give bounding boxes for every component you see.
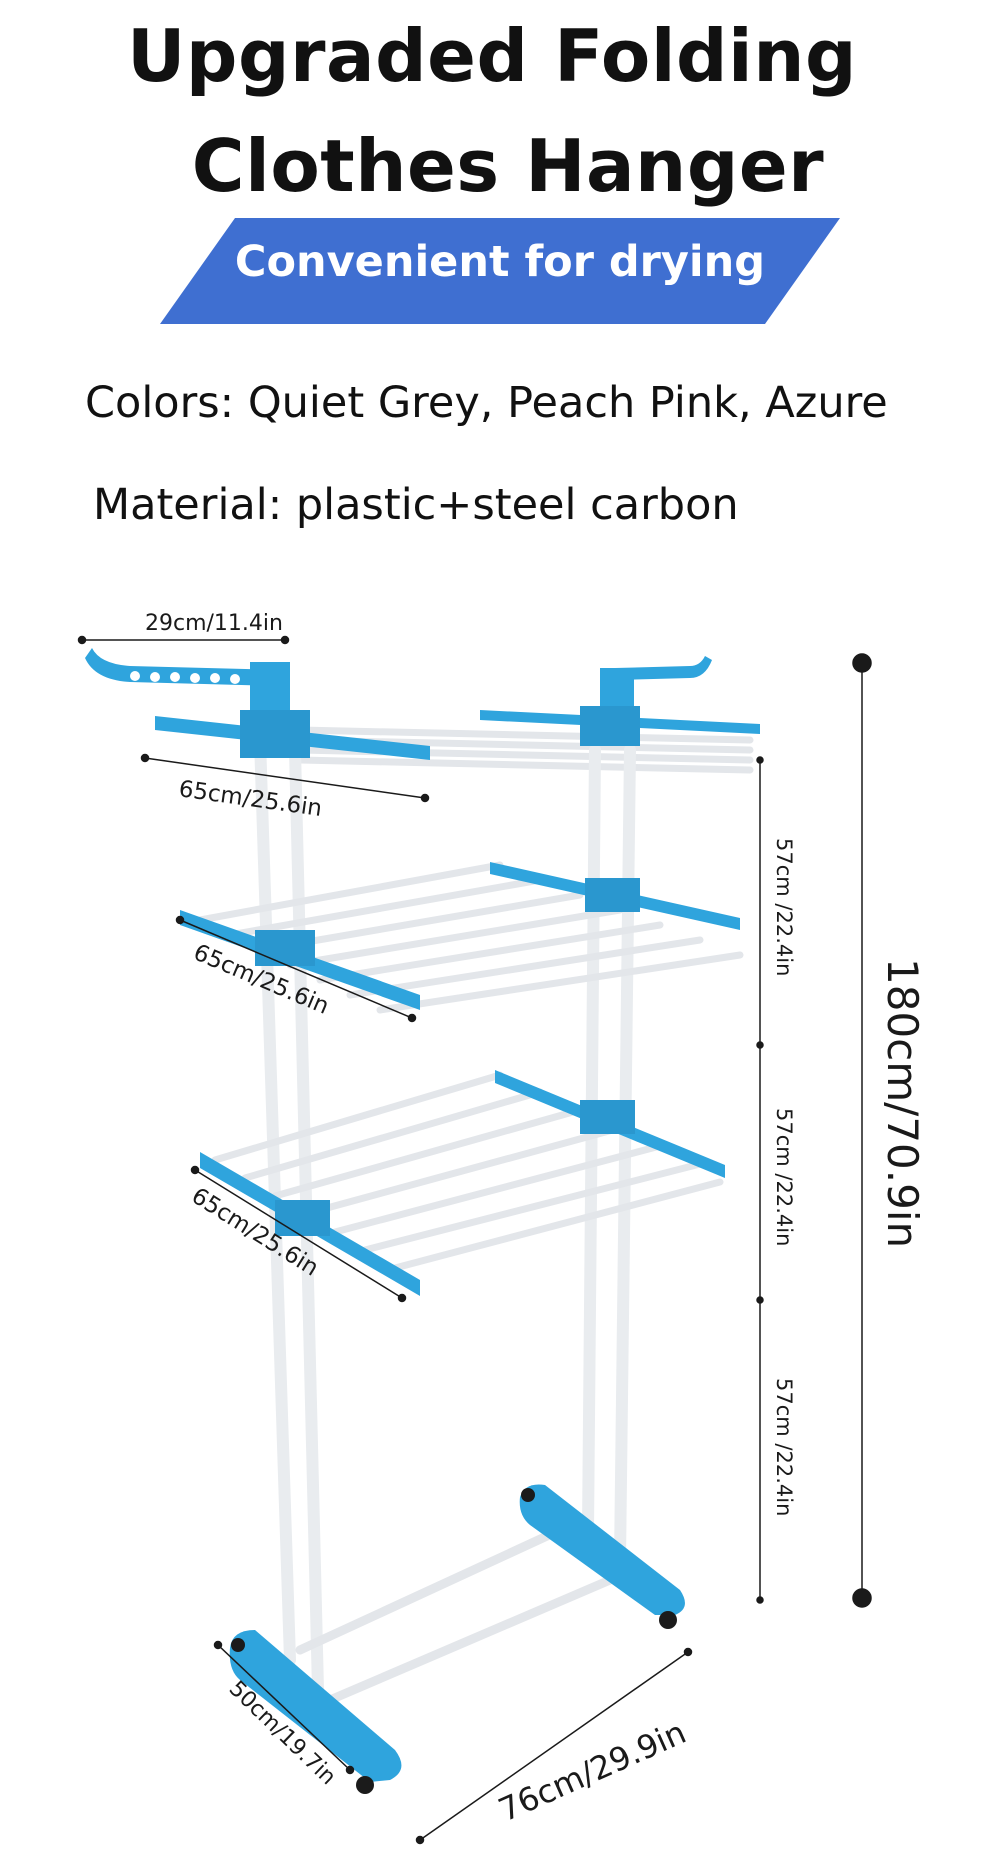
tier-height-3-label: 57cm /22.4in — [772, 1378, 796, 1516]
dimension-lines — [77, 635, 872, 1845]
base-length-label: 76cm/29.9in — [493, 1713, 692, 1829]
colors-line: Colors: Quiet Grey, Peach Pink, Azure — [85, 378, 888, 428]
banner-shape — [160, 218, 840, 324]
material-line: Material: plastic+steel carbon — [93, 480, 739, 530]
total-height-label: 180cm/70.9in — [878, 958, 927, 1248]
title-line-1: Upgraded Folding — [126, 14, 858, 98]
tier-height-2-label: 57cm /22.4in — [772, 1108, 796, 1246]
hanger-width-label: 29cm/11.4in — [145, 611, 283, 636]
banner-text: Convenient for drying — [234, 237, 766, 287]
drying-rack-illustration — [85, 648, 760, 1794]
tier-height-1-label: 57cm /22.4in — [772, 838, 796, 976]
banner: Convenient for drying — [160, 218, 840, 324]
product-diagram: 29cm/11.4in 65cm/25.6in 65cm/25.6in 65cm… — [77, 611, 927, 1845]
title-line-2: Clothes Hanger — [191, 124, 825, 208]
